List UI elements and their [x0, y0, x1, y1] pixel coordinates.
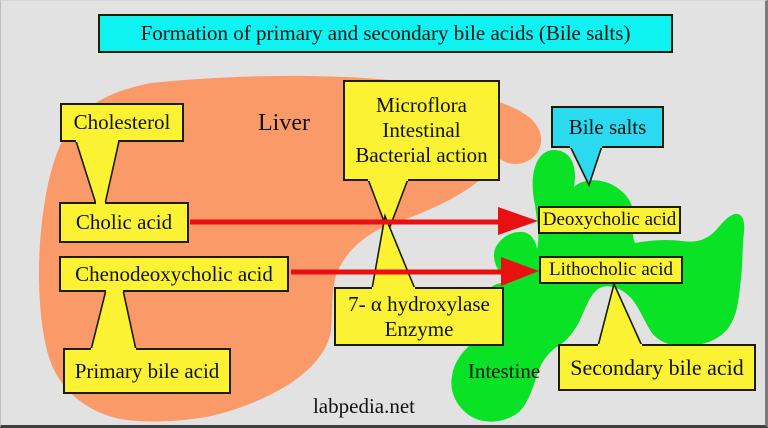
cholic-tail-junction	[96, 202, 105, 205]
cholesterol-label: Cholesterol	[73, 110, 171, 135]
secondary-bile-acid-box: Secondary bile acid	[558, 344, 756, 391]
cholesterol-box: Cholesterol	[60, 103, 184, 142]
primary-bile-acid-label: Primary bile acid	[74, 358, 220, 383]
lithocholic-acid-box: Lithocholic acid	[539, 256, 683, 284]
deoxycholic-acid-label: Deoxycholic acid	[542, 208, 677, 230]
secondary-bile-acid-label: Secondary bile acid	[570, 354, 744, 380]
cholesterol-tail-junction	[76, 139, 118, 142]
secondary-tail-junction	[598, 344, 642, 347]
microflora-line-2: Intestinal	[382, 118, 461, 143]
primary-bile-acid-box: Primary bile acid	[63, 348, 231, 394]
primary-tail-junction	[91, 348, 136, 351]
cholic-to-deoxycholic-arrowhead	[498, 207, 538, 235]
microflora-tail-junction	[368, 178, 408, 181]
chenodeoxycholic-acid-box: Chenodeoxycholic acid	[59, 256, 289, 292]
cholic-acid-label: Cholic acid	[75, 210, 173, 235]
microflora-line-3: Bacterial action	[355, 142, 488, 167]
microflora-box: Microflora Intestinal Bacterial action	[343, 80, 500, 181]
enzyme-line-1: 7- α hydroxylase	[348, 291, 490, 316]
enzyme-line-2: Enzyme	[384, 316, 454, 341]
enzyme-box: 7- α hydroxylase Enzyme	[334, 287, 504, 346]
bile-salts-label: Bile salts	[568, 114, 647, 139]
intestine-shape	[451, 150, 745, 422]
enzyme-tail-junction	[372, 287, 415, 290]
diagram-title: Formation of primary and secondary bile …	[98, 14, 673, 53]
microflora-line-1: Microflora	[376, 93, 467, 118]
lithocholic-acid-label: Lithocholic acid	[549, 258, 673, 280]
bile-salts-box: Bile salts	[551, 106, 664, 148]
intestine-region-label: Intestine	[467, 359, 541, 383]
cheno-to-lithocholic-arrowhead	[501, 257, 539, 286]
cheno-tail-junction	[106, 289, 123, 292]
liver-region-label: Liver	[258, 110, 310, 136]
deoxycholic-acid-box: Deoxycholic acid	[538, 206, 681, 234]
diagram-title-text: Formation of primary and secondary bile …	[140, 21, 631, 46]
chenodeoxycholic-acid-label: Chenodeoxycholic acid	[75, 261, 273, 286]
cholic-acid-box: Cholic acid	[59, 202, 189, 243]
watermark-text: labpedia.net	[312, 394, 416, 418]
bile-salts-tail-junction	[570, 145, 602, 148]
